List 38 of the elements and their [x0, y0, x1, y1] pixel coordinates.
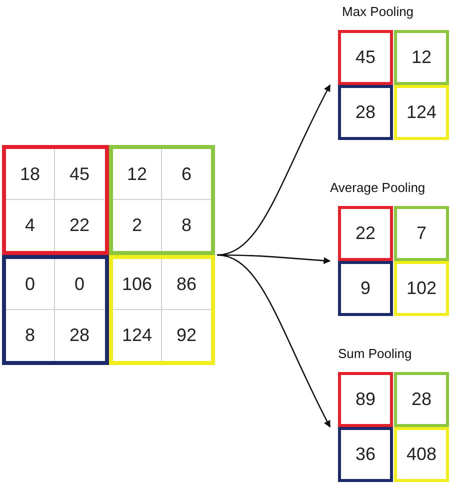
arrow — [216, 84, 331, 256]
matrix-cell: 408 — [394, 427, 449, 482]
pooling-region — [2, 145, 109, 255]
matrix-cell: 102 — [394, 261, 449, 316]
matrix-cell: 22 — [55, 200, 104, 251]
matrix-cell: 8 — [162, 200, 211, 251]
matrix-cell: 0 — [55, 259, 104, 310]
matrix-cell: 89 — [338, 372, 393, 427]
matrix-cell: 28 — [338, 85, 393, 140]
matrix-cell: 6 — [162, 149, 211, 200]
matrix-cell: 86 — [162, 259, 211, 310]
matrix-cell: 28 — [394, 372, 449, 427]
output-title: Sum Pooling — [338, 346, 412, 361]
matrix-cell: 124 — [394, 85, 449, 140]
matrix-cell: 45 — [55, 149, 104, 200]
output-title: Average Pooling — [330, 180, 426, 195]
matrix-cell: 124 — [113, 310, 162, 361]
matrix-cell: 12 — [113, 149, 162, 200]
pooling-region — [109, 255, 215, 365]
pooling-region — [109, 145, 215, 255]
input-matrix — [2, 145, 215, 365]
matrix-cell: 7 — [394, 206, 449, 261]
matrix-cell: 0 — [6, 259, 55, 310]
matrix-cell: 12 — [394, 30, 449, 85]
output-title: Max Pooling — [342, 4, 414, 19]
pooling-region — [2, 255, 109, 365]
matrix-cell: 9 — [338, 261, 393, 316]
matrix-cell: 92 — [162, 310, 211, 361]
matrix-cell: 8 — [6, 310, 55, 361]
matrix-cell: 45 — [338, 30, 393, 85]
matrix-cell: 2 — [113, 200, 162, 251]
matrix-cell: 22 — [338, 206, 393, 261]
matrix-cell: 28 — [55, 310, 104, 361]
arrow — [216, 254, 331, 428]
matrix-cell: 36 — [338, 427, 393, 482]
matrix-cell: 4 — [6, 200, 55, 251]
matrix-cell: 18 — [6, 149, 55, 200]
matrix-cell: 106 — [113, 259, 162, 310]
